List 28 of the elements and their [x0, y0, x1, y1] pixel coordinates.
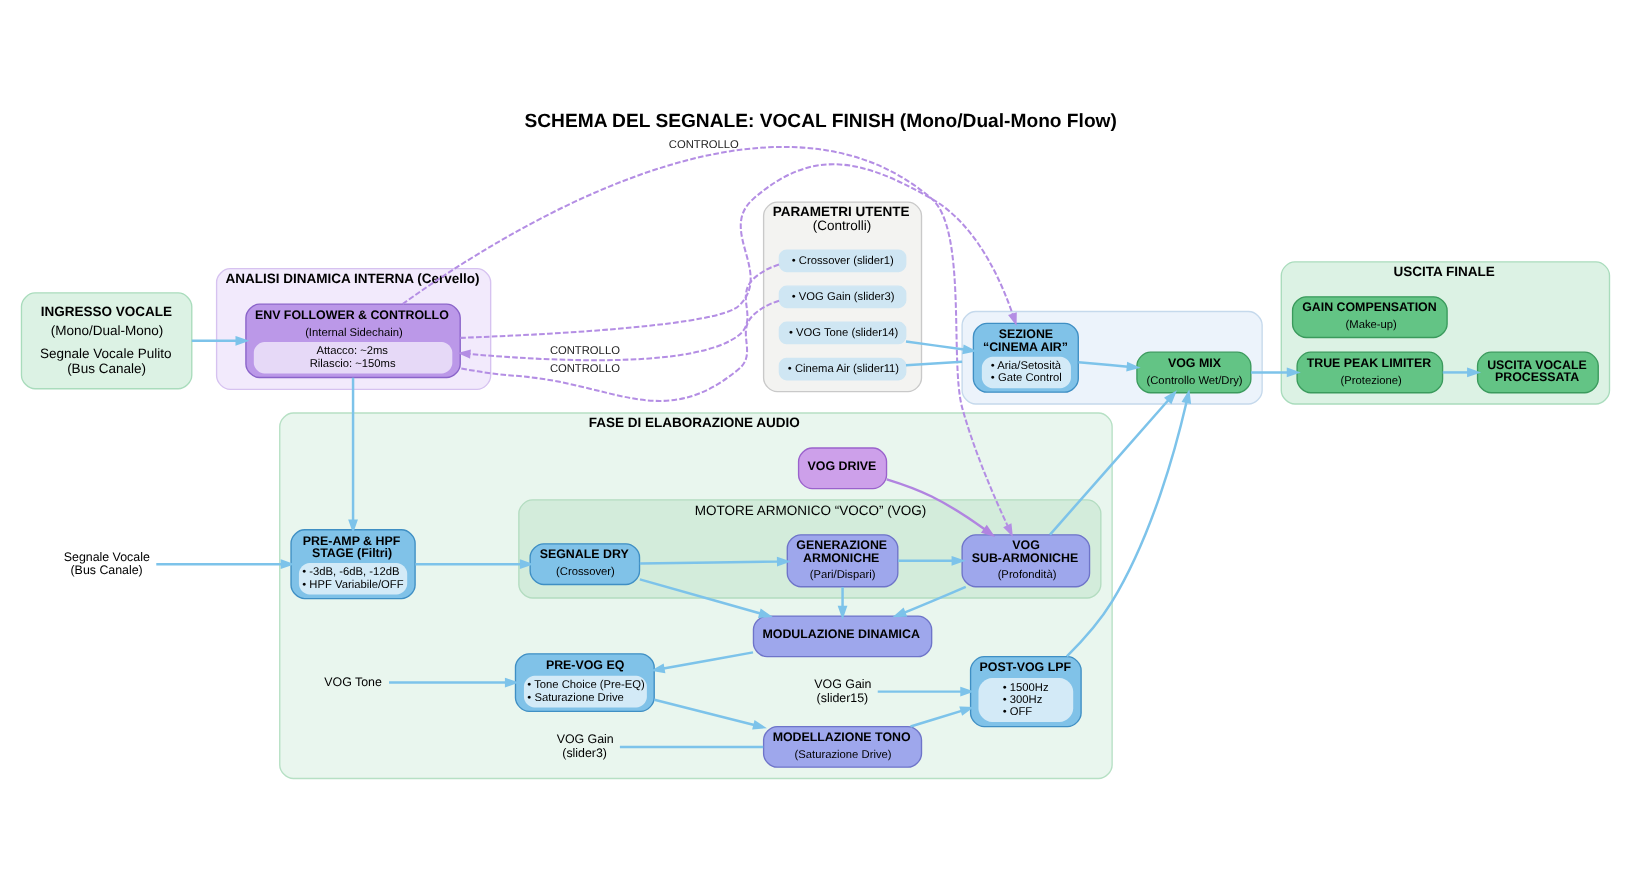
connector — [460, 298, 780, 401]
arrow — [415, 558, 534, 569]
arrow — [1250, 366, 1301, 377]
arrow — [1078, 360, 1141, 371]
arrow — [639, 555, 791, 566]
arrow — [898, 554, 966, 565]
arrow — [460, 162, 1017, 338]
arrow — [156, 558, 295, 569]
arrow — [1442, 366, 1482, 377]
arrow — [389, 676, 519, 687]
arrow — [348, 376, 358, 533]
arrow — [191, 334, 250, 345]
arrow — [1066, 388, 1192, 657]
diagram-title: SCHEMA DEL SEGNALE: VOCAL FINISH (Mono/Dual-Mono Flow) — [524, 110, 1117, 133]
arrow — [654, 697, 767, 729]
arrow — [650, 650, 754, 673]
arrow — [1049, 389, 1177, 535]
connector — [619, 744, 764, 748]
arrow — [457, 262, 780, 361]
arrow — [910, 705, 975, 727]
arrow — [639, 577, 773, 617]
arrow — [877, 685, 975, 696]
arrow — [892, 584, 967, 617]
arrow — [402, 145, 1013, 537]
arrow — [886, 477, 996, 536]
arrow — [905, 339, 977, 354]
connector — [905, 359, 963, 366]
arrow — [837, 586, 848, 619]
